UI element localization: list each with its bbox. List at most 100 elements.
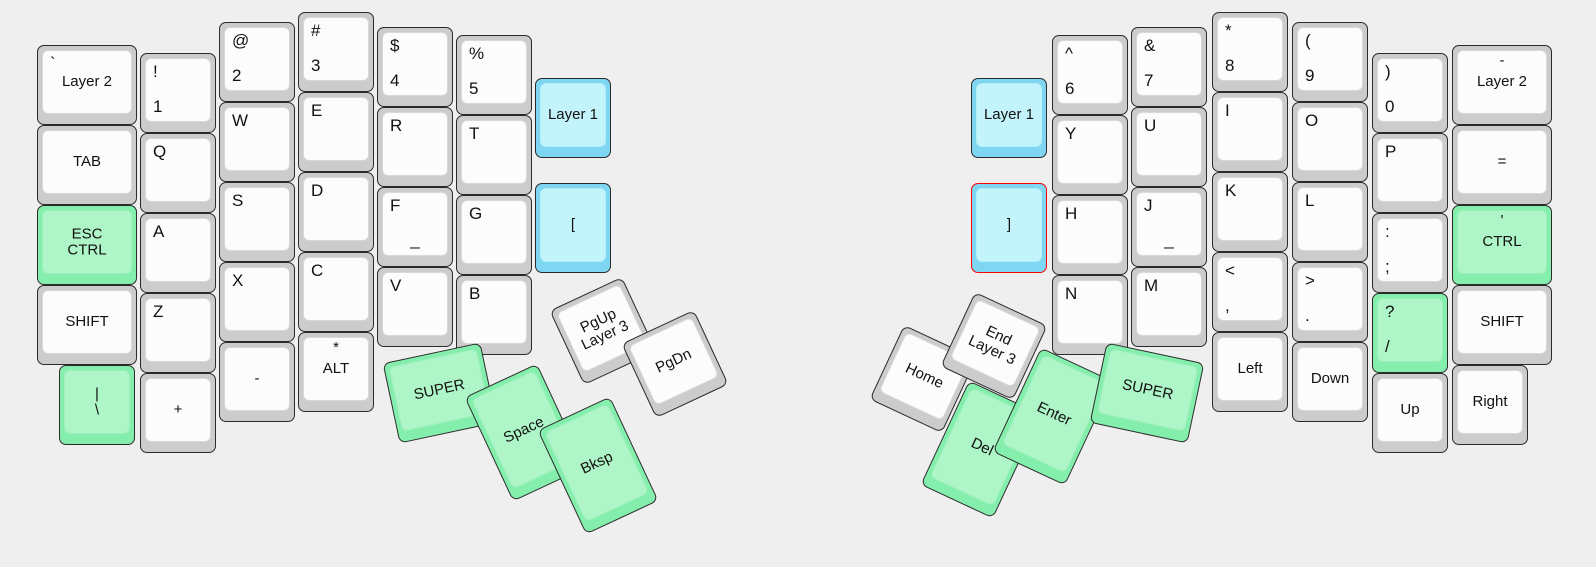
keycap-r-n: N [1057,280,1123,344]
key-r-n[interactable]: N [1052,275,1128,355]
keycap-l-q: Q [145,138,211,202]
key-r-u[interactable]: U [1131,107,1207,187]
key-r-down[interactable]: Down [1292,342,1368,422]
key-l-plus[interactable]: + [140,373,216,453]
key-legend-top-l-b: B [469,284,481,303]
key-r-up[interactable]: Up [1372,373,1448,453]
key-legend-center-r-up: Up [1400,401,1420,419]
key-r-o[interactable]: O [1292,102,1368,182]
key-l-d[interactable]: D [298,172,374,252]
key-legend-top-r-7: & [1144,36,1156,55]
key-legend-top-r-semi: : [1385,222,1390,241]
key-r-l[interactable]: L [1292,182,1368,262]
key-legend-bottom-l-4: 4 [390,71,400,91]
key-l-w[interactable]: W [219,102,295,182]
key-legend-top-l-a: A [153,222,165,241]
key-r-0[interactable]: )0 [1372,53,1448,133]
keycap-l-esc: ESC CTRL [42,210,132,274]
key-legend-top-l-4: $ [390,36,400,55]
keycap-l-g: G [461,200,527,264]
keycap-l-lbracket: [ [540,188,606,262]
key-legend-top-r-comma: < [1225,261,1235,280]
key-r-9[interactable]: (9 [1292,22,1368,102]
key-l-3[interactable]: #3 [298,12,374,92]
key-l-t[interactable]: T [456,115,532,195]
key-r-7[interactable]: &7 [1131,27,1207,107]
key-l-minus[interactable]: - [219,342,295,422]
key-l-shift[interactable]: SHIFT [37,285,137,365]
key-l-pipe[interactable]: | \ [59,365,135,445]
key-legend-center-l-minus: - [254,370,260,388]
key-r-8[interactable]: *8 [1212,12,1288,92]
key-l-b[interactable]: B [456,275,532,355]
key-r-k[interactable]: K [1212,172,1288,252]
keycap-r-8: *8 [1217,17,1283,81]
key-r-period[interactable]: >. [1292,262,1368,342]
key-l-f[interactable]: F_ [377,187,453,267]
keycap-l-t: T [461,120,527,184]
key-l-5[interactable]: %5 [456,35,532,115]
key-l-r[interactable]: R [377,107,453,187]
keycap-l-bksp: Bksp [544,403,650,523]
key-l-lbracket[interactable]: [ [535,183,611,273]
key-legend-top-l-e: E [311,101,323,120]
key-l-1[interactable]: !1 [140,53,216,133]
key-r-super[interactable]: SUPER [1089,342,1205,444]
key-l-esc[interactable]: ESC CTRL [37,205,137,285]
key-l-s[interactable]: S [219,182,295,262]
key-legend-top-l-c: C [311,261,324,280]
key-legend-center-l-alt: ALT [322,360,350,378]
key-l-layer1[interactable]: Layer 1 [535,78,611,158]
key-l-z[interactable]: Z [140,293,216,373]
key-legend-top-l-x: X [232,271,244,290]
key-legend-top-r-l: L [1305,191,1315,210]
key-r-comma[interactable]: <, [1212,252,1288,332]
keycap-l-tab: TAB [42,130,132,194]
key-r-shift[interactable]: SHIFT [1452,285,1552,365]
key-legend-top-r-k: K [1225,181,1237,200]
key-r-layer1[interactable]: Layer 1 [971,78,1047,158]
key-r-6[interactable]: ^6 [1052,35,1128,115]
key-legend-bottom-r-6: 6 [1065,79,1075,99]
keycap-r-left: Left [1217,337,1283,401]
key-l-e[interactable]: E [298,92,374,172]
key-r-layer2[interactable]: -Layer 2 [1452,45,1552,125]
keycap-r-rbracket: ] [976,188,1042,262]
key-l-x[interactable]: X [219,262,295,342]
key-legend-center-l-shift: SHIFT [65,313,109,331]
keycap-r-7: &7 [1136,32,1202,96]
keycap-l-e: E [303,97,369,161]
key-l-v[interactable]: V [377,267,453,347]
key-l-q[interactable]: Q [140,133,216,213]
key-r-equal[interactable]: = [1452,125,1552,205]
key-r-j[interactable]: J_ [1131,187,1207,267]
key-r-m[interactable]: M [1131,267,1207,347]
key-r-y[interactable]: Y [1052,115,1128,195]
keycap-l-4: $4 [382,32,448,96]
key-l-a[interactable]: A [140,213,216,293]
key-r-semi[interactable]: :; [1372,213,1448,293]
keycap-l-z: Z [145,298,211,362]
key-l-4[interactable]: $4 [377,27,453,107]
key-l-layer2[interactable]: `Layer 2 [37,45,137,125]
keycap-r-semi: :; [1377,218,1443,282]
keycap-l-w: W [224,107,290,171]
key-r-right[interactable]: Right [1452,365,1528,445]
key-legend-center-l-layer1: Layer 1 [547,106,599,124]
key-r-p[interactable]: P [1372,133,1448,213]
key-r-slash[interactable]: ?/ [1372,293,1448,373]
key-l-g[interactable]: G [456,195,532,275]
key-r-rbracket[interactable]: ] [971,183,1047,273]
key-l-c[interactable]: C [298,252,374,332]
key-r-ctrl[interactable]: 'CTRL [1452,205,1552,285]
key-legend-topcenter-r-ctrl: ' [1500,212,1504,229]
key-l-tab[interactable]: TAB [37,125,137,205]
key-r-h[interactable]: H [1052,195,1128,275]
key-l-2[interactable]: @2 [219,22,295,102]
key-legend-bottom-l-3: 3 [311,56,321,76]
key-l-alt[interactable]: *ALT [298,332,374,412]
keycap-l-plus: + [145,378,211,442]
key-r-i[interactable]: I [1212,92,1288,172]
key-r-left[interactable]: Left [1212,332,1288,412]
key-legend-center-l-pgdn: PgDn [652,345,695,377]
